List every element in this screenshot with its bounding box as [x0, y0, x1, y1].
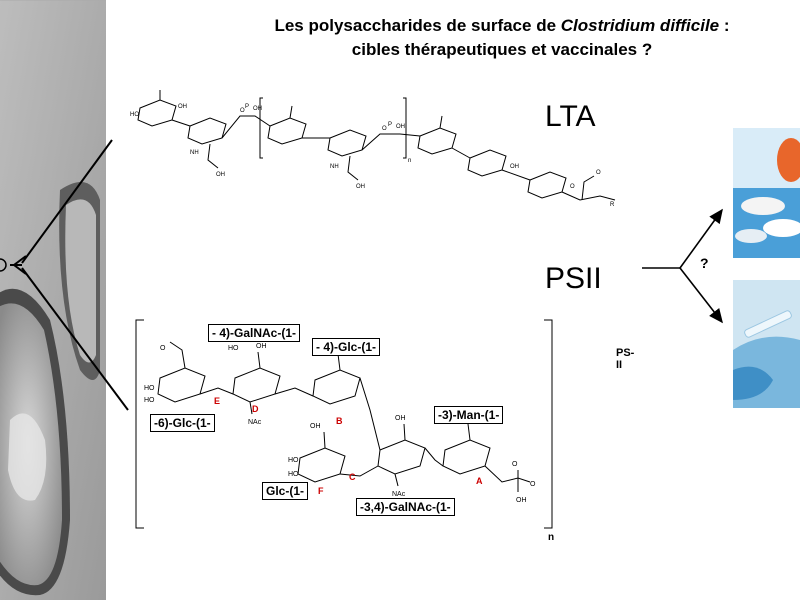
svg-text:OH: OH: [516, 497, 527, 504]
svg-text:O: O: [530, 481, 536, 488]
svg-text:OH: OH: [216, 172, 225, 178]
svg-text:HO: HO: [144, 397, 155, 404]
psii-label: PSII: [545, 262, 602, 295]
vaccine-photo: [733, 280, 800, 408]
ring-label-c: C: [349, 472, 356, 482]
ring-label-b: B: [336, 416, 343, 426]
svg-text:OH: OH: [395, 415, 406, 422]
svg-text:O: O: [512, 461, 518, 468]
ring-label-e: E: [214, 396, 221, 406]
ps2-tag: PS-II: [616, 347, 635, 371]
svg-text:R: R: [610, 202, 615, 208]
svg-text:HO: HO: [144, 385, 155, 392]
svg-text:NH: NH: [330, 164, 339, 170]
psii-branch-arrows: [642, 208, 723, 324]
lta-label: LTA: [545, 100, 596, 133]
pills-photo: [733, 128, 800, 258]
svg-text:OH: OH: [178, 104, 187, 110]
residue-glc-terminal: Glc-(1-: [262, 482, 309, 500]
ring-label-a: A: [476, 476, 483, 486]
svg-text:NAc: NAc: [248, 419, 262, 426]
ring-label-d: D: [252, 404, 259, 414]
svg-text:HO: HO: [130, 112, 139, 118]
svg-text:OH: OH: [310, 423, 321, 430]
ring-label-f: F: [318, 486, 324, 496]
svg-text:O: O: [596, 170, 601, 176]
question-mark: ?: [700, 255, 709, 271]
title-line1-suffix: :: [719, 16, 730, 35]
svg-text:P: P: [245, 104, 249, 110]
bacteria-micrograph: [0, 0, 106, 600]
title-line2: cibles thérapeutiques et vaccinales ?: [351, 40, 653, 59]
residue-galnac-4: - 4)-GalNAc-(1-: [208, 324, 301, 342]
ps2-repeat-n: n: [548, 532, 554, 543]
svg-text:OH: OH: [396, 124, 405, 130]
svg-text:O: O: [240, 108, 245, 114]
residue-galnac-34: -3,4)-GalNAc-(1-: [356, 498, 455, 516]
svg-text:OH: OH: [510, 164, 519, 170]
svg-text:HO: HO: [288, 457, 299, 464]
title-line1-prefix: Les polysaccharides de surface de: [274, 16, 561, 35]
svg-text:HO: HO: [288, 471, 299, 478]
page-title: Les polysaccharides de surface de Clostr…: [222, 14, 782, 62]
residue-man-3: -3)-Man-(1-: [434, 406, 504, 424]
lta-repeat-n: n: [408, 158, 411, 164]
svg-text:HO: HO: [228, 345, 239, 352]
svg-text:O: O: [382, 126, 387, 132]
svg-text:P: P: [388, 122, 392, 128]
svg-text:O: O: [160, 345, 166, 352]
residue-glc-4: - 4)-Glc-(1-: [312, 338, 380, 356]
svg-text:OH: OH: [253, 106, 262, 112]
svg-text:NH: NH: [190, 150, 199, 156]
svg-text:NAc: NAc: [392, 491, 406, 498]
svg-text:OH: OH: [356, 184, 365, 190]
residue-glc-6: -6)-Glc-(1-: [150, 414, 215, 432]
title-species: Clostridium difficile: [560, 16, 720, 35]
svg-text:OH: OH: [256, 343, 267, 350]
svg-text:O: O: [570, 184, 575, 190]
